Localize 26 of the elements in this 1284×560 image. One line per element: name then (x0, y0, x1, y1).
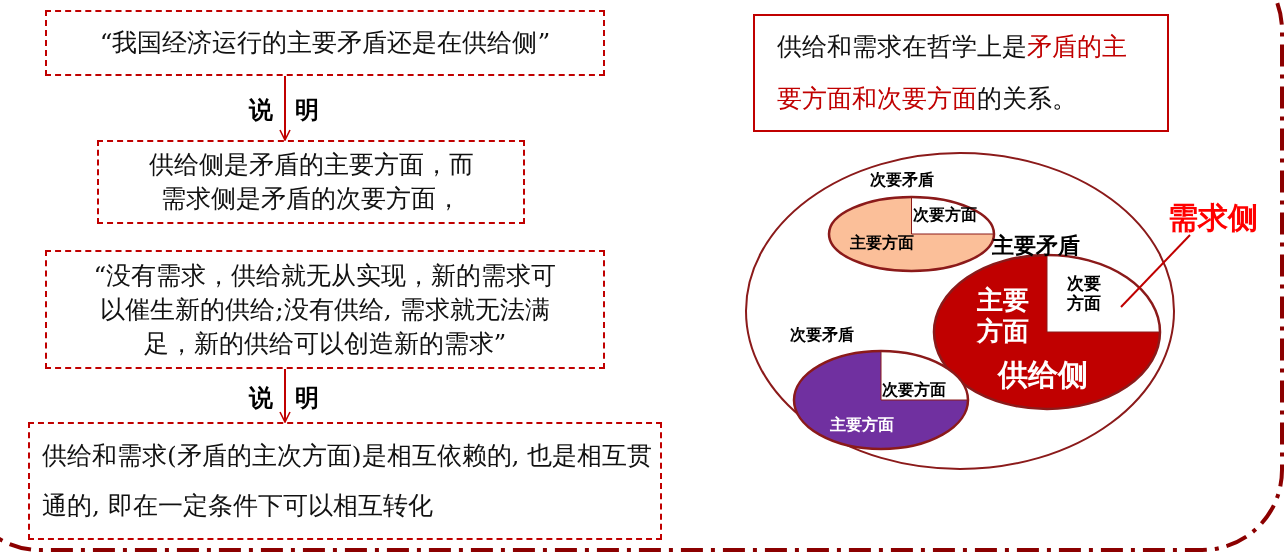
arrow (279, 75, 291, 141)
slice-label: 主要方面 (830, 415, 894, 435)
edge-label: 说明 (249, 96, 341, 124)
slice-label: 次要方面 (1067, 273, 1102, 314)
body-text: “我国经济运行的主要矛盾还是在供给侧” (99, 28, 551, 58)
slice-label: 主要方面 (850, 233, 914, 253)
slice-label: 主要方面 (977, 285, 1030, 348)
statement-box (97, 140, 525, 224)
body-text: 供给和需求(矛盾的主次方面)是相互依赖的, 也是相互贯通的, 即在一定条件下可以相互转化 (42, 440, 654, 522)
slice-label: 供给侧 (998, 357, 1088, 393)
heading-label: 次要矛盾 (790, 325, 854, 345)
body-text: 供给和需求在哲学上是矛盾的主要方面和次要方面的关系。 (777, 31, 1128, 115)
note-box (753, 14, 1169, 132)
arrow (279, 368, 291, 423)
heading-label: 次要矛盾 (870, 170, 934, 190)
quote-box (45, 10, 605, 76)
body-text: 供给侧是矛盾的主要方面，而需求侧是矛盾的次要方面， (147, 149, 475, 215)
body-text: “没有需求，供给就无从实现，新的需求可以催生新的供给;没有供给, 需求就无法满足，新的供给可以创造新的需求” (93, 259, 557, 360)
slice-label: 次要方面 (913, 205, 977, 225)
edge-label: 说明 (249, 383, 341, 412)
conclusion-box (28, 422, 662, 540)
slice-label: 次要方面 (882, 380, 946, 400)
heading-label: 主要矛盾 (992, 233, 1080, 260)
leader-line (1120, 234, 1191, 308)
quote-box (45, 250, 605, 369)
callout-label: 需求侧 (1168, 201, 1259, 235)
